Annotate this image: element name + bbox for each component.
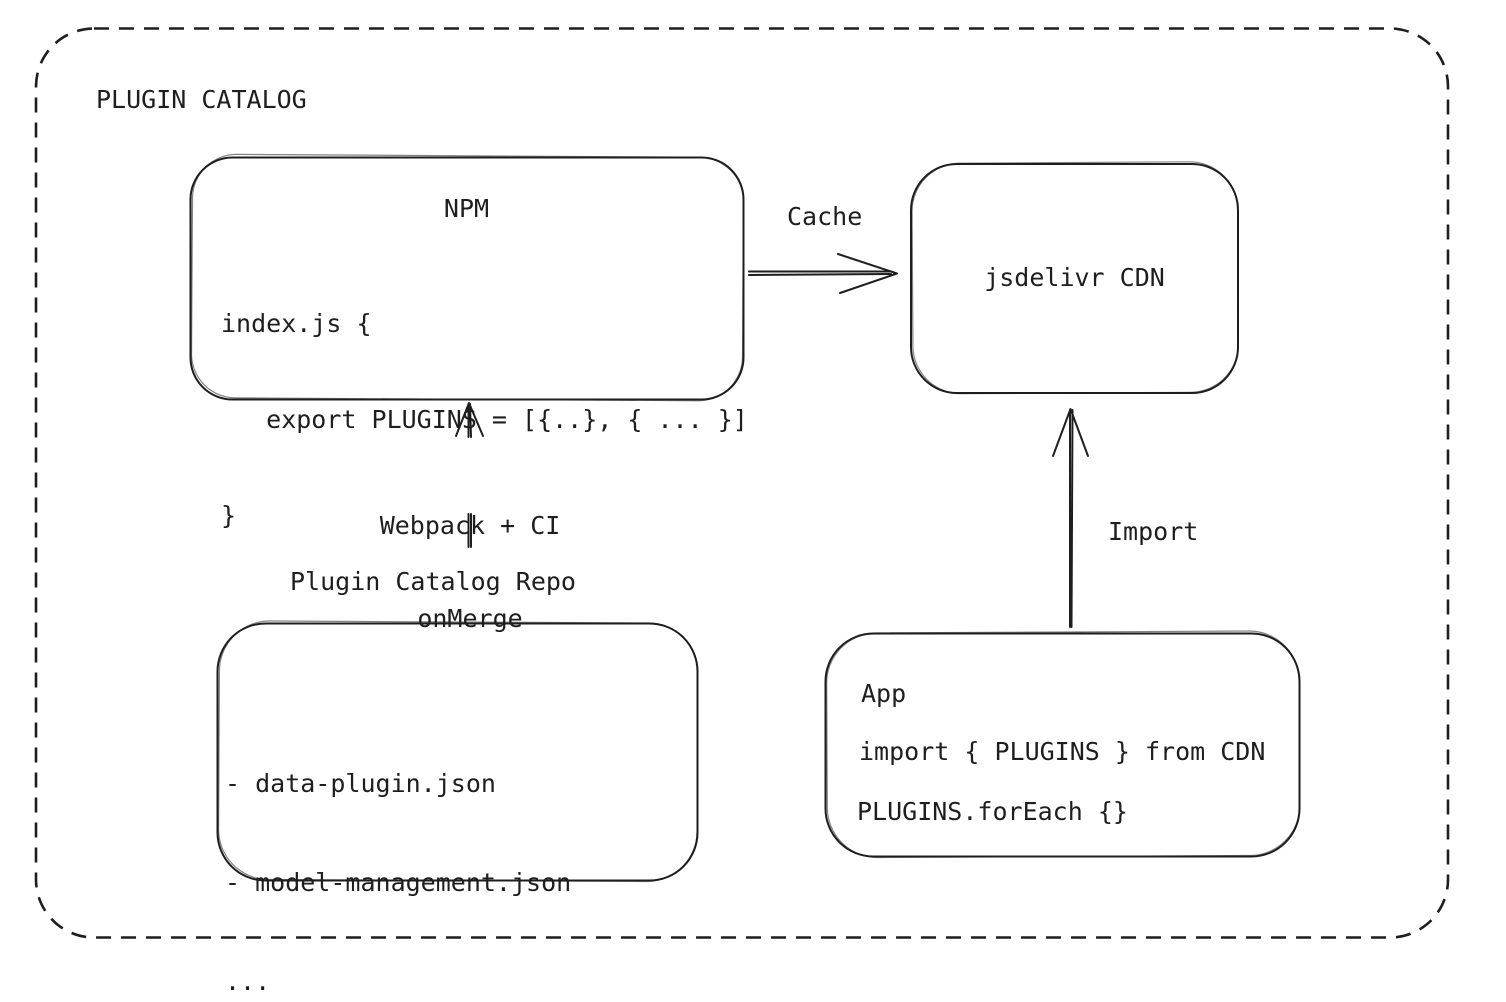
app-box (824, 630, 1301, 859)
app-code-line: PLUGINS.forEach {} (857, 797, 1128, 826)
import-arrow-label: Import (1108, 517, 1199, 546)
cdn-box (910, 161, 1240, 395)
repo-box (216, 620, 699, 883)
repo-file-item: - data-plugin.json (225, 769, 496, 798)
build-arrow (455, 402, 484, 548)
repo-file-item: - model-management.json (225, 868, 572, 897)
build-arrow-label-line2: onMerge (417, 604, 523, 633)
app-code-line: import { PLUGINS } from CDN (859, 737, 1266, 766)
build-arrow-label: Webpack + CI onMerge (340, 448, 600, 696)
app-box-title: App (861, 679, 907, 708)
import-arrow (1052, 408, 1089, 628)
npm-box (189, 153, 745, 402)
cache-arrow-label: Cache (787, 202, 863, 231)
build-arrow-label-line1: Webpack + CI (379, 511, 561, 540)
npm-code-line: index.js { (221, 309, 372, 338)
diagram-title: PLUGIN CATALOG (96, 85, 307, 114)
npm-code-line: export PLUGINS = [{..}, { ... }] (221, 405, 748, 434)
cache-arrow (748, 253, 898, 294)
repo-file-list: - data-plugin.json - model-management.js… (225, 701, 571, 1002)
npm-box-title: NPM (443, 194, 490, 223)
plugin-catalog-frame (34, 27, 1450, 939)
repo-box-title: Plugin Catalog Repo (290, 567, 576, 596)
repo-file-item: ... (225, 967, 271, 996)
npm-code-block: index.js { export PLUGINS = [{..}, { ...… (221, 244, 748, 596)
cdn-box-label: jsdelivr CDN (984, 263, 1165, 292)
npm-code-line: } (221, 501, 237, 530)
